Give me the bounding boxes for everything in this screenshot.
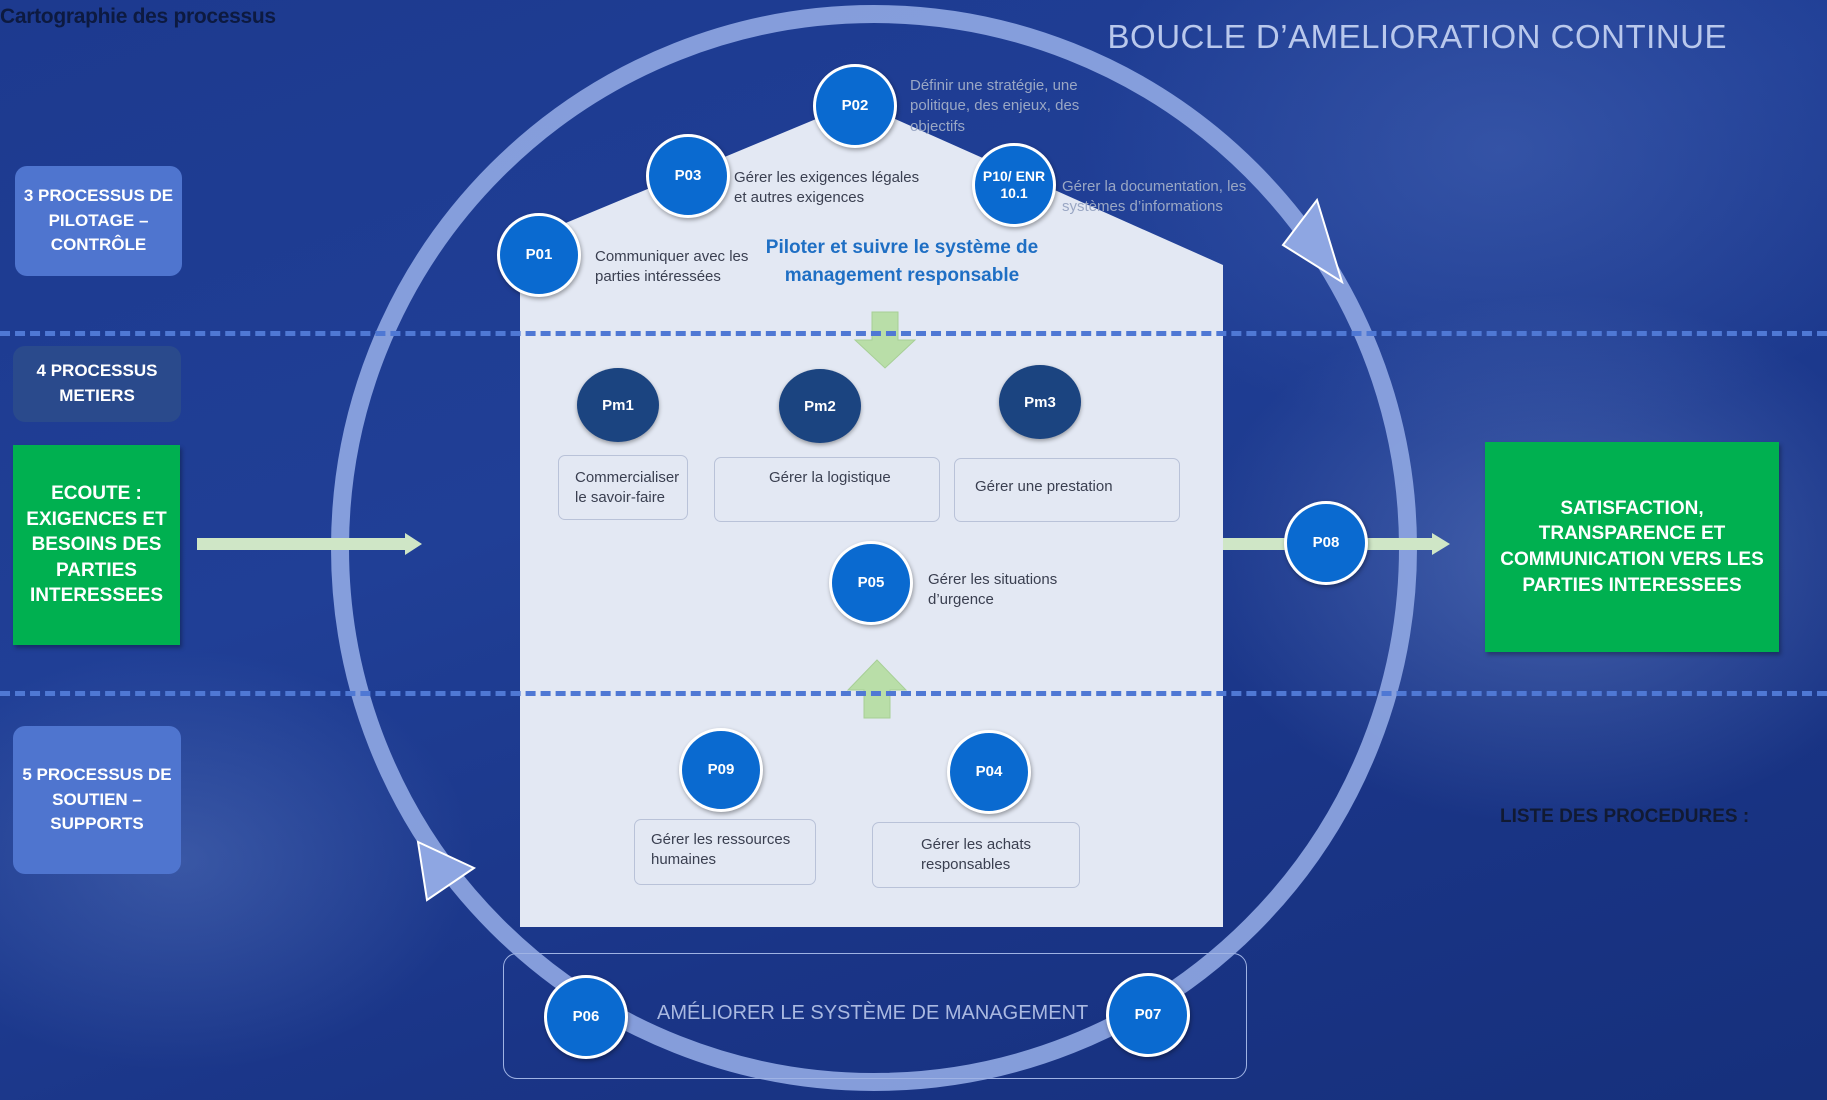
process-label-p10: Gérer la documentation, les systèmes d’i…	[1062, 178, 1247, 216]
process-node-p10[interactable]: P10/ ENR 10.1	[972, 143, 1056, 227]
process-node-pm3[interactable]: Pm3	[999, 365, 1081, 439]
satisfaction-output-box: SATISFACTION, TRANSPARENCE ET COMMUNICAT…	[1485, 442, 1779, 652]
process-node-p02[interactable]: P02	[813, 64, 897, 148]
improvement-label: AMÉLIORER LE SYSTÈME DE MANAGEMENT	[657, 1002, 1089, 1024]
process-label-p03: Gérer les exigences légales et autres ex…	[734, 169, 920, 207]
process-label-p05: Gérer les situations d’urgence	[928, 571, 1058, 609]
process-node-pm2[interactable]: Pm2	[779, 369, 861, 443]
output-arrow-head	[1432, 533, 1450, 555]
up-arrow	[846, 659, 908, 719]
loop-arrowhead-bottom-left	[416, 840, 477, 902]
process-box-pm2: Gérer la logistique	[714, 457, 940, 522]
process-node-p05[interactable]: P05	[829, 541, 913, 625]
pilotage-center-title: Piloter et suivre le système de manageme…	[765, 237, 1039, 286]
separator-top	[0, 331, 1827, 336]
pilotage-category-box: 3 PROCESSUS DE PILOTAGE – CONTRÔLE	[15, 166, 182, 276]
process-node-p08[interactable]: P08	[1284, 501, 1368, 585]
process-node-p03[interactable]: P03	[646, 134, 730, 218]
ecoute-input-box: ECOUTE : EXIGENCES ET BESOINS DES PARTIE…	[13, 445, 180, 645]
loop-arrowhead-top-right	[1281, 197, 1344, 285]
process-box-pm1: Commercialiser le savoir-faire	[558, 455, 688, 520]
loop-title: BOUCLE D’AMELIORATION CONTINUE	[1107, 18, 1727, 55]
process-box-pm3: Gérer une prestation	[954, 458, 1180, 522]
separator-bottom	[0, 691, 1827, 696]
process-node-pm1[interactable]: Pm1	[577, 368, 659, 442]
metiers-category-box: 4 PROCESSUS METIERS	[13, 346, 181, 422]
process-node-p07[interactable]: P07	[1106, 973, 1190, 1057]
process-label-p01: Communiquer avec les parties intéressées	[595, 248, 749, 286]
soutien-category-box: 5 PROCESSUS DE SOUTIEN – SUPPORTS	[13, 726, 181, 874]
process-node-p04[interactable]: P04	[947, 730, 1031, 814]
process-box-p09: Gérer les ressources humaines	[634, 819, 816, 885]
process-node-p06[interactable]: P06	[544, 975, 628, 1059]
procedures-list-title: LISTE DES PROCEDURES :	[1500, 806, 1750, 827]
process-node-p01[interactable]: P01	[497, 213, 581, 297]
process-label-p02: Définir une stratégie, une politique, de…	[910, 77, 1080, 135]
page-title: Cartographie des processus	[0, 5, 276, 28]
process-box-p04: Gérer les achats responsables	[872, 822, 1080, 888]
improvement-box	[503, 953, 1247, 1079]
process-node-p09[interactable]: P09	[679, 728, 763, 812]
down-arrow	[853, 311, 917, 369]
input-arrow-head	[405, 533, 422, 555]
